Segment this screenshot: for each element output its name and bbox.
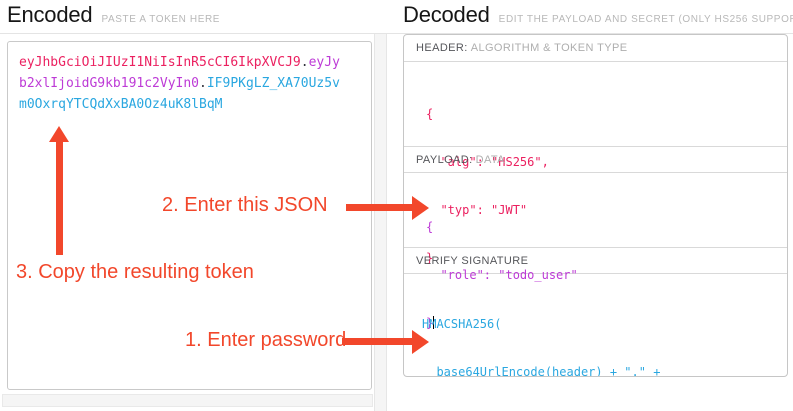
encoded-header: Encoded PASTE A TOKEN HERE (7, 2, 220, 28)
annotation-step1: 1. Enter password (185, 329, 347, 351)
header-section-label: HEADER:ALGORITHM & TOKEN TYPE (404, 35, 787, 62)
annotation-step2: 2. Enter this JSON (162, 194, 328, 216)
decoded-title: Decoded (403, 2, 490, 27)
header-json-editor[interactable]: { "alg": "HS256", "typ": "JWT" } (404, 62, 787, 265)
signature-editor: HMACSHA256( base64UrlEncode(header) + ".… (404, 274, 787, 377)
decoded-panel: HEADER:ALGORITHM & TOKEN TYPE { "alg": "… (403, 34, 788, 377)
up-arrow-to-token (56, 142, 63, 255)
header-sublabel: ALGORITHM & TOKEN TYPE (470, 42, 628, 54)
token-separator-icon: . (300, 55, 309, 70)
decoded-subtitle: EDIT THE PAYLOAD AND SECRET (ONLY HS256 … (498, 14, 793, 25)
header-json-line: "alg": "HS256", (426, 155, 549, 169)
encoded-subtitle: PASTE A TOKEN HERE (101, 14, 221, 25)
annotation-step3: 3. Copy the resulting token (16, 261, 254, 283)
horizontal-scrollbar[interactable] (2, 394, 373, 407)
header-divider (0, 33, 793, 34)
right-arrow-to-payload (346, 204, 413, 211)
payload-json-editor[interactable]: { "role": "todo_user" } (404, 173, 787, 330)
payload-json-line: "role": "todo_user" (426, 268, 578, 282)
token-header-segment: eyJhbGciOiJIUzI1NiIsInR5cCI6IkpXVCJ9 (19, 55, 301, 70)
payload-label: PAYLOAD: (416, 154, 473, 166)
encoded-title: Encoded (7, 2, 93, 27)
right-arrow-to-payload-head-icon (412, 196, 429, 220)
payload-section-label: PAYLOAD:DATA (404, 147, 787, 173)
verify-signature-label: VERIFY SIGNATURE (416, 255, 529, 267)
text-cursor (433, 316, 435, 329)
payload-sublabel: DATA (475, 154, 505, 166)
vertical-scrollbar[interactable] (374, 34, 387, 411)
signature-code-line: base64UrlEncode(header) + "." + (422, 365, 661, 377)
right-arrow-to-secret-head-icon (412, 330, 429, 354)
header-label: HEADER: (416, 42, 468, 54)
signature-code-line: HMACSHA256( (422, 317, 502, 331)
encoded-token-input[interactable]: eyJhbGciOiJIUzI1NiIsInR5cCI6IkpXVCJ9.eyJ… (7, 41, 372, 390)
signature-section-label: VERIFY SIGNATURE (404, 248, 787, 274)
payload-json-line: { (426, 220, 434, 234)
token-signature-segment: IF9PKgLZ_XA70Uz5vm0OxrqYTCQdXxBA0Oz4uK8l… (19, 76, 340, 112)
right-arrow-to-secret (342, 338, 413, 345)
jwt-token-text: eyJhbGciOiJIUzI1NiIsInR5cCI6IkpXVCJ9.eyJ… (19, 52, 342, 115)
header-json-line: "typ": "JWT" (426, 203, 528, 217)
decoded-header: Decoded EDIT THE PAYLOAD AND SECRET (ONL… (403, 2, 793, 28)
token-separator-icon: . (199, 76, 207, 91)
header-json-line: { (426, 107, 434, 121)
token-payload-segment: eyJyb2xlIjoidG9kb191c2VyIn0 (19, 55, 340, 91)
payload-json-line: } (426, 316, 435, 330)
up-arrow-to-token-head-icon (49, 126, 69, 142)
header-json-line: } (426, 251, 434, 265)
